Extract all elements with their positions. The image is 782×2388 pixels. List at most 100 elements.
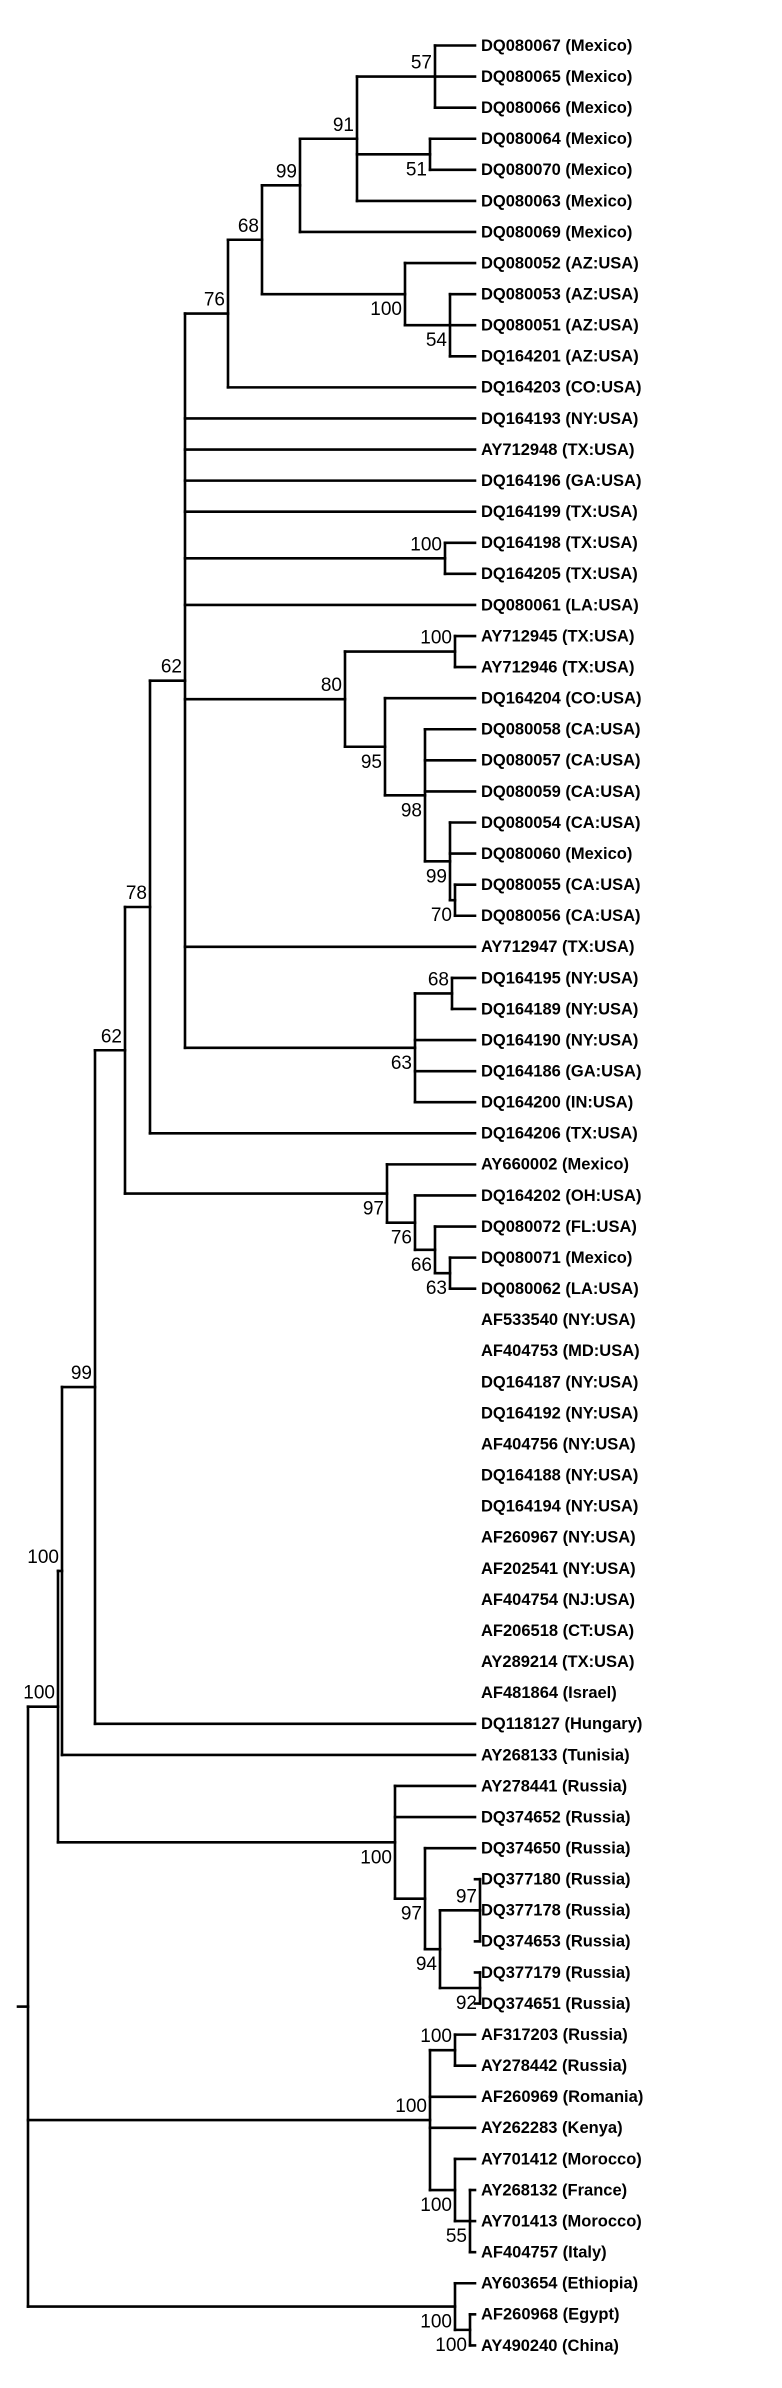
leaf-label: AY278442 (Russia) bbox=[481, 2057, 627, 2075]
bootstrap-value: 97 bbox=[456, 1886, 477, 1907]
bootstrap-value: 100 bbox=[420, 2312, 452, 2333]
bootstrap-value: 63 bbox=[426, 1278, 447, 1299]
leaf-label: DQ164196 (GA:USA) bbox=[481, 472, 641, 490]
leaf-label: DQ164188 (NY:USA) bbox=[481, 1467, 638, 1485]
bootstrap-value: 100 bbox=[420, 2195, 452, 2216]
bootstrap-value: 99 bbox=[71, 1363, 92, 1384]
leaf-label: DQ164190 (NY:USA) bbox=[481, 1031, 638, 1049]
leaf-label: DQ164194 (NY:USA) bbox=[481, 1498, 638, 1516]
leaf-label: DQ080056 (CA:USA) bbox=[481, 907, 641, 925]
leaf-label: AY268132 (France) bbox=[481, 2181, 627, 2199]
leaf-label: AF260968 (Egypt) bbox=[481, 2306, 619, 2324]
bootstrap-value: 66 bbox=[411, 1255, 432, 1276]
bootstrap-value: 62 bbox=[101, 1026, 122, 1047]
leaf-label: DQ377178 (Russia) bbox=[481, 1902, 631, 1920]
bootstrap-value: 92 bbox=[456, 1993, 477, 2014]
leaf-label: DQ164187 (NY:USA) bbox=[481, 1373, 638, 1391]
leaf-label: DQ164204 (CO:USA) bbox=[481, 690, 641, 708]
leaf-label: DQ374652 (Russia) bbox=[481, 1808, 631, 1826]
bootstrap-value: 91 bbox=[333, 115, 354, 136]
leaf-label: DQ164192 (NY:USA) bbox=[481, 1404, 638, 1422]
bootstrap-value: 98 bbox=[401, 800, 422, 821]
bootstrap-value: 55 bbox=[446, 2226, 467, 2247]
bootstrap-value: 100 bbox=[23, 1683, 55, 1704]
leaf-label: AF260967 (NY:USA) bbox=[481, 1529, 636, 1547]
tree-branches bbox=[16, 44, 482, 2347]
leaf-label: DQ080058 (CA:USA) bbox=[481, 721, 641, 739]
bootstrap-value: 78 bbox=[126, 883, 147, 904]
leaf-label: AF202541 (NY:USA) bbox=[481, 1560, 636, 1578]
leaf-label: AY712946 (TX:USA) bbox=[481, 658, 634, 676]
bootstrap-value: 100 bbox=[410, 534, 442, 555]
leaf-label: AF533540 (NY:USA) bbox=[481, 1311, 636, 1329]
leaf-label: DQ164186 (GA:USA) bbox=[481, 1062, 641, 1080]
leaf-label: DQ164203 (CO:USA) bbox=[481, 379, 641, 397]
leaf-label: DQ164189 (NY:USA) bbox=[481, 1000, 638, 1018]
leaf-label: DQ080067 (Mexico) bbox=[481, 37, 632, 55]
leaf-label: DQ080061 (LA:USA) bbox=[481, 596, 639, 614]
leaf-label: AY701412 (Morocco) bbox=[481, 2150, 642, 2168]
bootstrap-value: 95 bbox=[361, 752, 382, 773]
bootstrap-value: 100 bbox=[395, 2096, 427, 2117]
leaf-label: DQ080059 (CA:USA) bbox=[481, 783, 641, 801]
leaf-label: DQ164199 (TX:USA) bbox=[481, 503, 638, 521]
leaf-label: DQ164198 (TX:USA) bbox=[481, 534, 638, 552]
bootstrap-value: 94 bbox=[416, 1954, 438, 1975]
leaf-label: DQ164200 (IN:USA) bbox=[481, 1094, 633, 1112]
bootstrap-value: 100 bbox=[27, 1547, 59, 1568]
leaf-label: AY278441 (Russia) bbox=[481, 1777, 627, 1795]
bootstrap-value: 97 bbox=[363, 1199, 384, 1220]
leaf-label: AY262283 (Kenya) bbox=[481, 2119, 623, 2137]
leaf-label: AF404753 (MD:USA) bbox=[481, 1342, 640, 1360]
leaf-label: AY712948 (TX:USA) bbox=[481, 441, 634, 459]
leaf-label: DQ080052 (AZ:USA) bbox=[481, 254, 639, 272]
leaf-label: AF404754 (NJ:USA) bbox=[481, 1591, 635, 1609]
leaf-label: AF481864 (Israel) bbox=[481, 1684, 617, 1702]
leaf-label: AY268133 (Tunisia) bbox=[481, 1746, 630, 1764]
leaf-label: DQ080054 (CA:USA) bbox=[481, 814, 641, 832]
leaf-label: DQ080053 (AZ:USA) bbox=[481, 285, 639, 303]
leaf-label: DQ164206 (TX:USA) bbox=[481, 1125, 638, 1143]
leaf-label: DQ080063 (Mexico) bbox=[481, 192, 632, 210]
leaf-label: DQ080070 (Mexico) bbox=[481, 161, 632, 179]
leaf-label: DQ164195 (NY:USA) bbox=[481, 969, 638, 987]
leaf-label: DQ080065 (Mexico) bbox=[481, 68, 632, 86]
bootstrap-value: 100 bbox=[370, 299, 402, 320]
bootstrap-value: 100 bbox=[435, 2335, 467, 2356]
leaf-label: DQ080069 (Mexico) bbox=[481, 223, 632, 241]
bootstrap-values: 5751919954100687610010070999895806863627… bbox=[23, 53, 477, 2356]
bootstrap-value: 68 bbox=[428, 969, 449, 990]
leaf-label: DQ374653 (Russia) bbox=[481, 1933, 631, 1951]
leaf-label: DQ377179 (Russia) bbox=[481, 1964, 631, 1982]
leaf-label: DQ374650 (Russia) bbox=[481, 1839, 631, 1857]
leaf-label: DQ080071 (Mexico) bbox=[481, 1249, 632, 1267]
leaf-label: DQ080064 (Mexico) bbox=[481, 130, 632, 148]
leaf-label: AF317203 (Russia) bbox=[481, 2026, 628, 2044]
leaf-label: AF260969 (Romania) bbox=[481, 2088, 643, 2106]
bootstrap-value: 57 bbox=[411, 53, 432, 74]
bootstrap-value: 99 bbox=[276, 161, 297, 182]
bootstrap-value: 68 bbox=[238, 216, 259, 237]
bootstrap-value: 70 bbox=[431, 905, 452, 926]
leaf-label: AY660002 (Mexico) bbox=[481, 1156, 629, 1174]
leaf-label: AF404757 (Italy) bbox=[481, 2244, 607, 2262]
leaf-label: AF404756 (NY:USA) bbox=[481, 1435, 636, 1453]
leaf-label: AY701413 (Morocco) bbox=[481, 2212, 642, 2230]
leaf-label: AY712947 (TX:USA) bbox=[481, 938, 634, 956]
bootstrap-value: 100 bbox=[420, 2026, 452, 2047]
leaf-label: DQ080072 (FL:USA) bbox=[481, 1218, 637, 1236]
bootstrap-value: 51 bbox=[406, 159, 427, 180]
leaf-label: DQ164193 (NY:USA) bbox=[481, 410, 638, 428]
bootstrap-value: 76 bbox=[204, 290, 225, 311]
bootstrap-value: 63 bbox=[391, 1053, 412, 1074]
leaf-label: DQ164201 (AZ:USA) bbox=[481, 348, 639, 366]
leaf-label: DQ080051 (AZ:USA) bbox=[481, 317, 639, 335]
leaf-labels: DQ080067 (Mexico) DQ080065 (Mexico) DQ0800… bbox=[481, 37, 643, 2355]
leaf-label: DQ080066 (Mexico) bbox=[481, 99, 632, 117]
leaf-label: AY490240 (China) bbox=[481, 2337, 619, 2355]
bootstrap-value: 99 bbox=[426, 866, 447, 887]
leaf-label: DQ080055 (CA:USA) bbox=[481, 876, 641, 894]
bootstrap-value: 97 bbox=[401, 1904, 422, 1925]
